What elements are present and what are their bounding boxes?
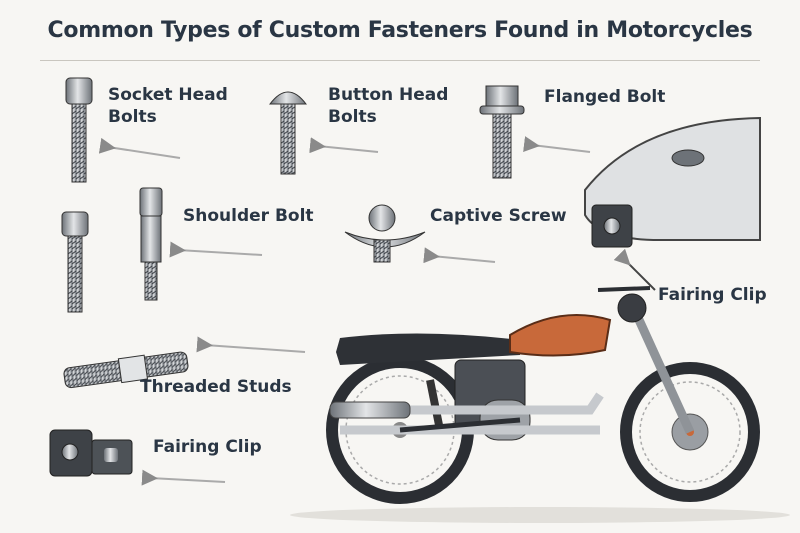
label-threaded-studs: Threaded Studs — [140, 377, 292, 397]
captive-screw-image — [344, 204, 426, 263]
label-line: Bolts — [328, 107, 377, 127]
label-line: Button Head — [328, 85, 449, 105]
label-fairing-clip-left: Fairing Clip — [153, 437, 262, 457]
page-title: Common Types of Custom Fasteners Found i… — [47, 18, 753, 43]
fairing-panel-image — [584, 116, 761, 248]
label-shoulder-bolt: Shoulder Bolt — [183, 206, 314, 226]
socket-head-bolt-image — [65, 77, 93, 183]
arrow — [98, 137, 181, 159]
shoulder-bolt-image — [61, 187, 163, 313]
fairing-clip-image — [49, 429, 133, 477]
label-fairing-clip-right: Fairing Clip — [658, 285, 767, 305]
title-divider — [40, 60, 760, 61]
button-head-bolt-image — [268, 91, 308, 175]
label-line: Bolts — [108, 107, 157, 127]
label-socket-head-bolts: Socket Head Bolts — [108, 84, 228, 128]
label-button-head-bolts: Button Head Bolts — [328, 84, 448, 128]
label-line: Socket Head — [108, 85, 228, 105]
label-captive-screw: Captive Screw — [430, 206, 567, 226]
threaded-stud-image — [63, 351, 189, 389]
flanged-bolt-image — [479, 85, 525, 179]
label-flanged-bolt: Flanged Bolt — [544, 87, 666, 107]
motorcycle-image — [290, 286, 790, 523]
